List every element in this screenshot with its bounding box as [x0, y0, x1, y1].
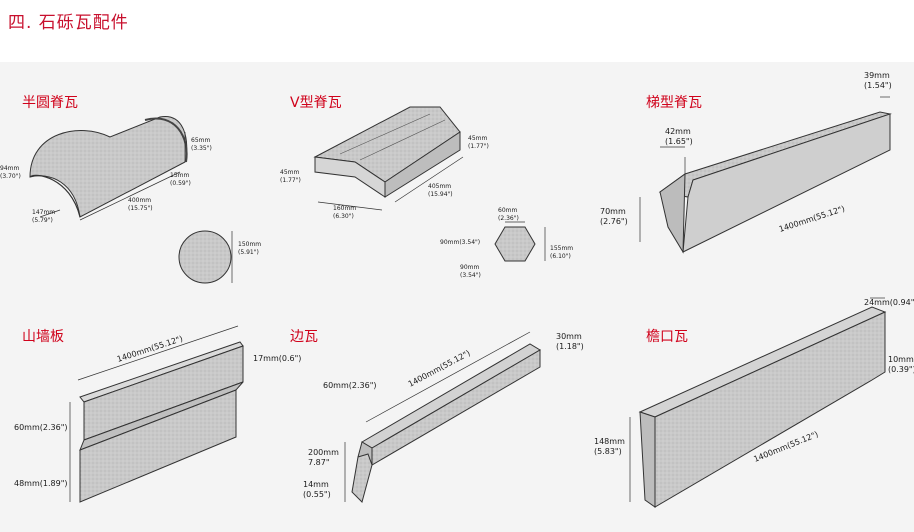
dim-v-90-in: (3.54") — [460, 272, 481, 279]
gable-board-drawing — [69, 325, 244, 503]
dim-edge-30: 30mm — [556, 332, 582, 341]
dim-v-45-left: 45mm — [280, 169, 299, 176]
dim-trap-39: 39mm — [864, 71, 890, 80]
dim-semi-65: 65mm — [191, 137, 210, 144]
label-v-ridge: V型脊瓦 — [290, 95, 342, 111]
dim-v-405-in: (15.94") — [428, 191, 453, 198]
page-title: 四. 石砾瓦配件 — [8, 13, 129, 33]
dim-v-45-left-in: (1.77") — [280, 177, 301, 184]
dim-gable-17: 17mm(0.6") — [253, 354, 301, 363]
dim-v-155-in: (6.10") — [550, 253, 571, 260]
dim-v-60-in: (2.36") — [498, 215, 519, 222]
dim-v-60: 60mm — [498, 207, 517, 214]
dim-semi-15-in: (0.59") — [170, 180, 191, 187]
dim-v-155: 155mm — [550, 245, 573, 252]
dim-semi-147: 147mm — [32, 209, 55, 216]
label-eave-tile: 檐口瓦 — [646, 329, 688, 345]
dim-semi-94-in: (3.70") — [0, 173, 21, 180]
dim-semi-147-in: (5.79") — [32, 217, 53, 224]
dim-semi-400-in: (15.75") — [128, 205, 153, 212]
diagram-sheet: 半圆脊瓦 V型脊瓦 梯型脊瓦 山墙板 边瓦 檐口瓦 65mm (3.35") 1… — [0, 62, 914, 532]
dim-trap-1400: 1400mm(55.12") — [778, 204, 846, 234]
dim-edge-14: 14mm — [303, 480, 329, 489]
dim-v-45-top-in: (1.77") — [468, 143, 489, 150]
dim-semi-400: 400mm — [128, 197, 151, 204]
dim-eave-10: 10mm — [888, 355, 914, 364]
product-drawings: 65mm (3.35") 15mm (0.59") 400mm (15.75")… — [0, 71, 914, 508]
dim-edge-200: 200mm — [308, 448, 339, 457]
dim-trap-42: 42mm — [665, 127, 691, 136]
dim-trap-39-in: (1.54") — [864, 81, 892, 90]
dim-edge-30-in: (1.18") — [556, 342, 584, 351]
dim-gable-1400: 1400mm(55.12") — [116, 334, 184, 364]
dim-v-405: 405mm — [428, 183, 451, 190]
dim-semi-150-in: (5.91") — [238, 249, 259, 256]
dim-eave-148: 148mm — [594, 437, 625, 446]
eave-tile-drawing — [629, 297, 887, 508]
dim-gable-48: 48mm(1.89") — [14, 479, 68, 488]
dim-semi-94: 94mm — [0, 165, 19, 172]
label-trapezoid-ridge: 梯型脊瓦 — [646, 95, 702, 111]
dim-semi-150: 150mm — [238, 241, 261, 248]
semicircle-ridge-drawing — [29, 116, 233, 284]
trapezoid-ridge-drawing — [639, 96, 892, 254]
dim-eave-148-in: (5.83") — [594, 447, 622, 456]
dim-eave-24: 24mm(0.94") — [864, 298, 914, 307]
dim-edge-60: 60mm(2.36") — [323, 381, 377, 390]
dim-semi-15: 15mm — [170, 172, 189, 179]
dim-edge-14-in: (0.55") — [303, 490, 331, 499]
dim-edge-200-in: 7.87" — [308, 458, 330, 467]
label-semicircle-ridge: 半圆脊瓦 — [22, 95, 78, 111]
dim-edge-1400: 1400mm(55.12") — [407, 349, 472, 389]
dim-v-160-in: (6.30") — [333, 213, 354, 220]
dim-v-45-top: 45mm — [468, 135, 487, 142]
dim-eave-10-in: (0.39") — [888, 365, 914, 374]
dim-v-90-side: 90mm(3.54") — [440, 239, 480, 246]
dim-semi-65-in: (3.35") — [191, 145, 212, 152]
label-edge-tile: 边瓦 — [290, 329, 318, 345]
dim-trap-70-in: (2.76") — [600, 217, 628, 226]
v-ridge-drawing — [313, 106, 546, 262]
edge-tile-drawing — [344, 331, 541, 503]
dim-trap-70: 70mm — [600, 207, 626, 216]
dim-v-160: 160mm — [333, 205, 356, 212]
dim-gable-60: 60mm(2.36") — [14, 423, 68, 432]
label-gable-board: 山墙板 — [22, 329, 64, 345]
dim-trap-42-in: (1.65") — [665, 137, 693, 146]
dim-v-90: 90mm — [460, 264, 479, 271]
